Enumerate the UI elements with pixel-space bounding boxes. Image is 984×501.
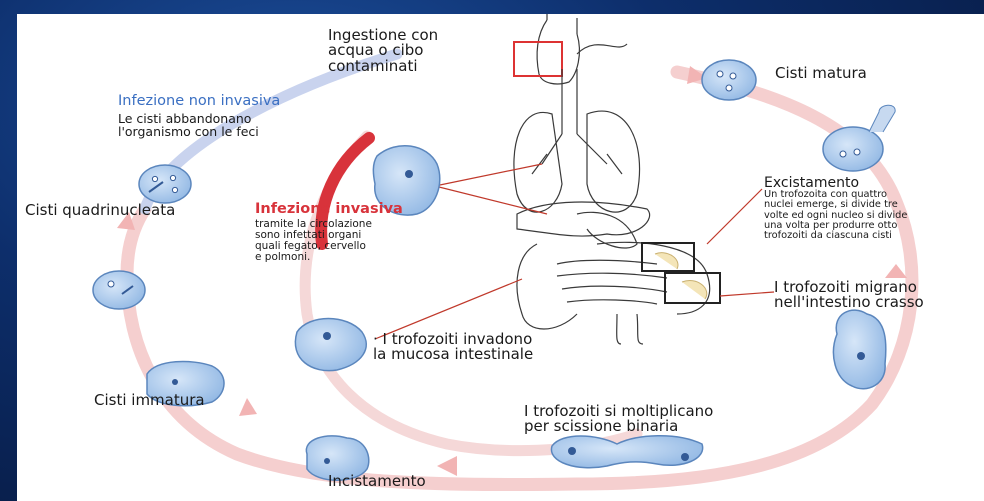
ingestion-label: Ingestione con acqua o cibo contaminati [328,28,438,74]
noninvasive-text: Le cisti abbandonano l'organismo con le … [118,113,259,139]
multiply-label: I trofozoiti si moltiplicano per scissio… [524,404,713,435]
arrowhead-icon [239,398,257,416]
excystation-text: Un trofozoita con quattro nuclei emerge,… [764,190,907,241]
migrating-trophozoite-cell [833,310,885,389]
encystation-label: Incistamento [328,474,426,489]
arrowhead-icon [885,264,907,278]
quadrinucleate-cyst-cell [139,165,191,203]
invasive-title: Infezione invasiva [255,202,403,217]
small-intestine-detail [655,253,678,269]
diagram-graphics [17,14,984,501]
multiply-line-2: per scissione binaria [524,419,713,434]
excystation-cell [823,105,895,171]
noninvasive-title: Infezione non invasiva [118,94,280,109]
excystation-line-5: trofozoiti da ciascuna cisti [764,231,907,241]
human-anatomy-figure [514,14,710,344]
quadrinucleate-cyst-label: Cisti quadrinucleata [25,203,175,218]
noninvasive-line-2: l'organismo con le feci [118,126,259,139]
dividing-trophozoite-cell [551,436,702,468]
migration-label: I trofozoiti migrano nell'intestino cras… [774,280,924,311]
mature-cyst-cell [702,60,756,100]
mucosa-trophozoite-cell [295,319,366,371]
mature-cyst-label: Cisti matura [775,66,867,81]
invade-mucosa-label: · I trofozoiti invadono la mucosa intest… [373,332,533,363]
large-intestine-detail [682,280,707,299]
immature-cyst-label: Cisti immatura [94,393,205,408]
invade-line-2: la mucosa intestinale [373,347,533,362]
binucleate-cyst-cell [93,271,145,309]
ingestion-line-3: contaminati [328,59,438,74]
migration-line-2: nell'intestino crasso [774,295,924,310]
amoebiasis-life-cycle-diagram: Ingestione con acqua o cibo contaminati … [17,14,984,501]
arrowhead-icon [437,456,457,476]
invasive-text: tramite la circolazione sono infettati o… [255,219,372,263]
invasive-line-4: e polmoni. [255,252,372,263]
